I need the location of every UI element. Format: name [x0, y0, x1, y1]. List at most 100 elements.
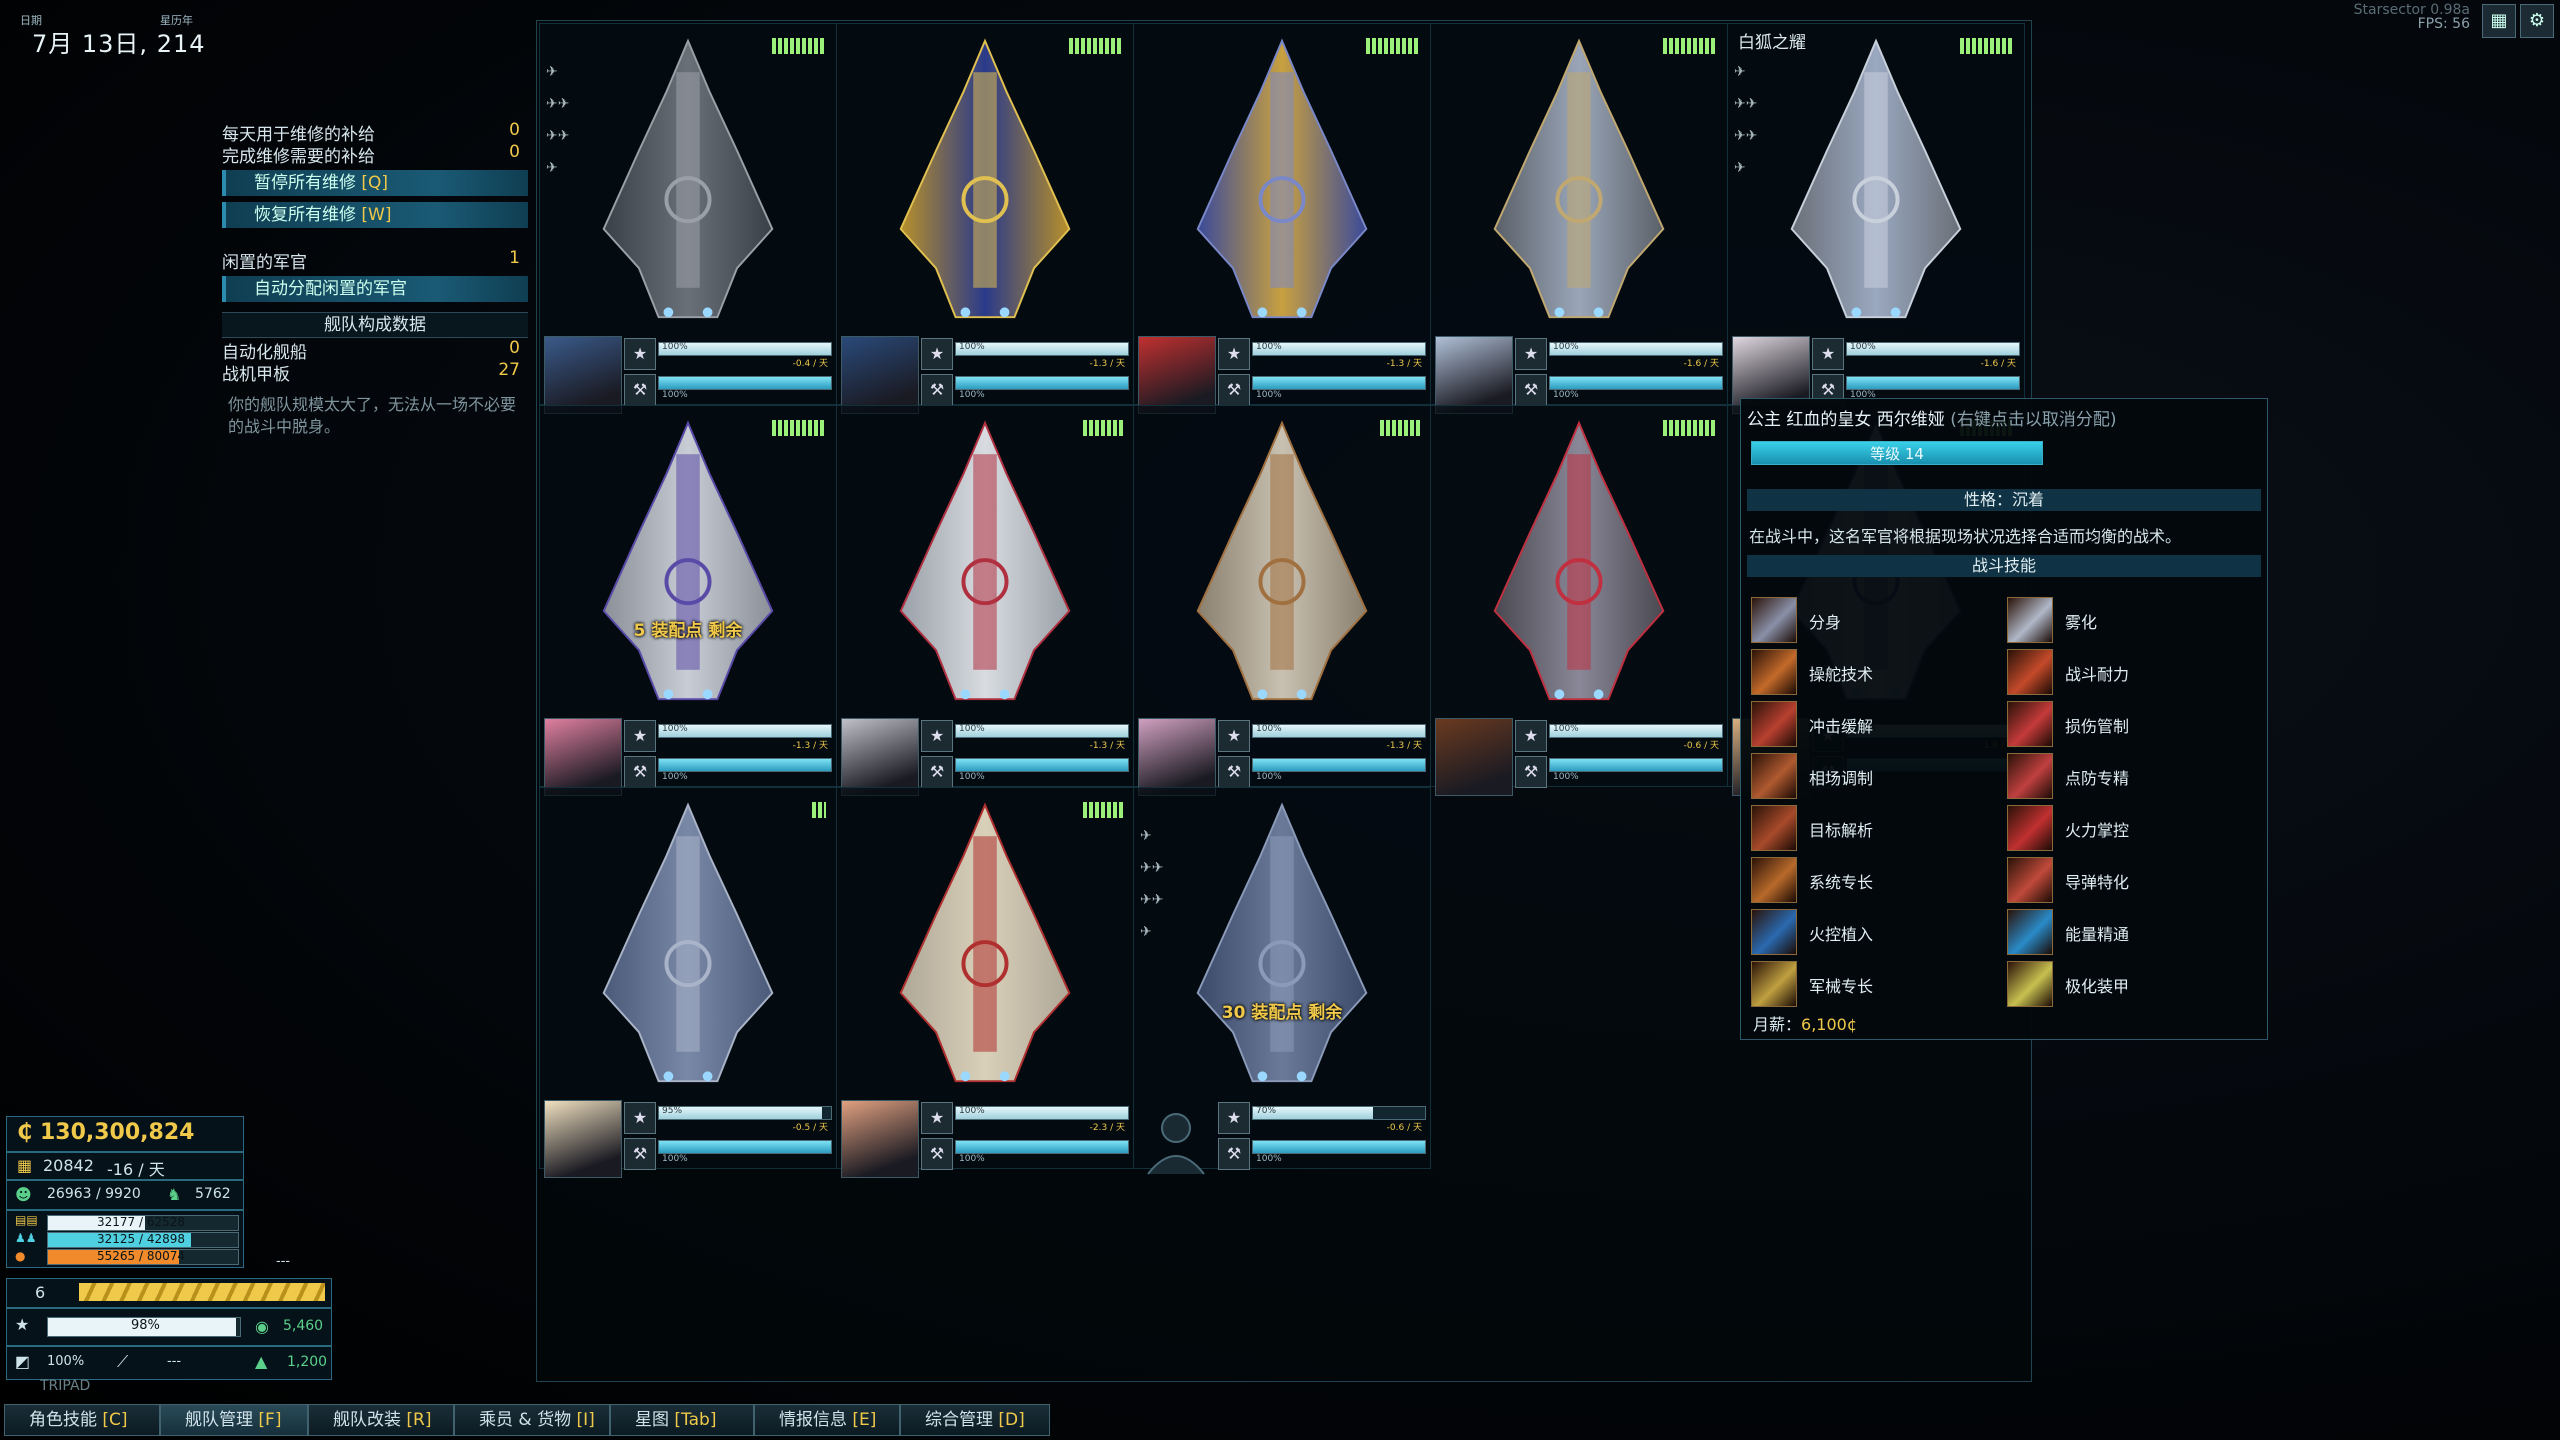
game-version: Starsector 0.98a [2353, 2, 2470, 18]
officer-count-box: 6 [6, 1278, 332, 1308]
skill-item: 火控植入 [1751, 909, 1991, 955]
supply-rate: -1.6 / 天 [1980, 359, 2016, 369]
tab-6[interactable]: 综合管理 [D] [900, 1404, 1050, 1436]
ship-card[interactable]: ✈✈✈✈✈✈ ★ 100% -0.4 / 天 ⚒ 100% [539, 23, 837, 414]
officer-portrait[interactable] [841, 718, 919, 796]
combat-readiness-indicator [772, 38, 826, 54]
combat-readiness-indicator [1069, 38, 1123, 54]
tab-2[interactable]: 舰队改装 [R] [308, 1404, 454, 1436]
ship-sprite [899, 38, 1071, 319]
officer-portrait[interactable] [1138, 336, 1216, 414]
officer-portrait[interactable] [841, 336, 919, 414]
credits-value: ₵ 130,300,824 [17, 1120, 195, 1145]
officer-progress-bar [79, 1283, 325, 1301]
officer-portrait[interactable] [841, 1100, 919, 1178]
supply-rate: -1.3 / 天 [1089, 359, 1125, 369]
ship-card[interactable]: ★ 100% -0.6 / 天 ⚒ 100% [1430, 405, 1728, 796]
date-display: 日期 星历年 7月 13日, 214 [8, 6, 208, 58]
tab-5[interactable]: 情报信息 [E] [754, 1404, 900, 1436]
auto-assign-officers-button[interactable]: 自动分配闲置的军官 [222, 276, 528, 302]
fighter-wing-icons: ✈✈✈✈✈✈ [1734, 64, 1758, 176]
tab-1[interactable]: 舰队管理 [F] [160, 1404, 308, 1436]
cr-bar [658, 376, 832, 390]
officer-portrait[interactable] [1435, 336, 1513, 414]
ship-card[interactable]: 白狐之耀✈✈✈✈✈✈ ★ 100% -1.6 / 天 ⚒ 100% [1727, 23, 2025, 414]
combat-readiness-indicator [812, 802, 826, 818]
cr-value: 100% [1553, 772, 1579, 782]
pause-repairs-button[interactable]: 暂停所有维修 [Q] [222, 170, 528, 196]
empty-officer-slot[interactable] [1138, 1100, 1214, 1176]
officer-personality: 性格：沉着 [1747, 489, 2261, 511]
skill-item: 目标解析 [1751, 805, 1991, 851]
hull-value: 100% [1256, 342, 1282, 352]
ship-card[interactable]: ★ 100% -1.3 / 天 ⚒ 100% [1133, 405, 1431, 796]
tab-3[interactable]: 乘员 & 货物 [I] [454, 1404, 610, 1436]
supplies-per-day-row: 每天用于维修的补给 0 [222, 120, 520, 145]
supply-rate: -0.6 / 天 [1683, 741, 1719, 751]
ship-sprite [602, 802, 774, 1083]
wrench-icon: ⚒ [921, 1138, 953, 1170]
resume-repairs-button[interactable]: 恢复所有维修 [W] [222, 202, 528, 228]
wrench-icon: ⚒ [1515, 756, 1547, 788]
officer-portrait[interactable] [1435, 718, 1513, 796]
skill-item: 极化装甲 [2007, 961, 2247, 1007]
officer-name: 公主 红血的皇女 西尔维娅 (右键点击以取消分配) [1747, 410, 2117, 430]
map-icon[interactable]: ▦ [2482, 4, 2516, 38]
ship-sprite [1790, 38, 1962, 319]
skill-label: 导弹特化 [2065, 873, 2130, 892]
star-icon: ★ [1218, 1102, 1250, 1134]
ship-card[interactable]: ★ 100% -1.3 / 天 ⚒ 100% [836, 23, 1134, 414]
ship-sprite [1196, 420, 1368, 701]
crew-icon: ☻ [15, 1185, 32, 1204]
cr-bar [1252, 1140, 1426, 1154]
combat-readiness-indicator [1083, 420, 1123, 436]
idle-officers-row: 闲置的军官 1 [222, 248, 520, 273]
skill-item: 分身 [1751, 597, 1991, 643]
ship-card[interactable]: ★ 95% -0.5 / 天 ⚒ 100% [539, 787, 837, 1178]
ship-sprite [1493, 420, 1665, 701]
star-icon: ★ [921, 720, 953, 752]
ship-card[interactable]: 30 装配点 剩余✈✈✈✈✈✈ ★ 70% -0.6 / 天 ⚒ 100% [1133, 787, 1431, 1175]
tab-0[interactable]: 角色技能 [C] [4, 1404, 160, 1436]
ship-card[interactable]: ★ 100% -1.3 / 天 ⚒ 100% [836, 405, 1134, 796]
star-icon: ★ [1812, 338, 1844, 370]
officer-portrait[interactable] [1138, 718, 1216, 796]
skill-label: 能量精通 [2065, 925, 2130, 944]
officer-portrait[interactable] [544, 718, 622, 796]
menu-icon[interactable]: ⚙ [2520, 4, 2554, 38]
skill-item: 能量精通 [2007, 909, 2247, 955]
ship-status-bars: ★ 100% -1.3 / 天 ⚒ 100% [1218, 338, 1428, 408]
ship-status-bars: ★ 100% -2.3 / 天 ⚒ 100% [921, 1102, 1131, 1172]
combat-readiness-indicator [1380, 420, 1420, 436]
skill-item: 相场调制 [1751, 753, 1991, 799]
skill-label: 分身 [1809, 613, 1842, 632]
crew-value: 26963 / 9920 [47, 1186, 141, 1202]
officer-portrait[interactable] [544, 336, 622, 414]
hull-icon: ◩ [15, 1352, 31, 1371]
hull-value: 100% [959, 342, 985, 352]
ship-card[interactable]: ★ 100% -2.3 / 天 ⚒ 100% [836, 787, 1134, 1178]
skill-label: 冲击缓解 [1809, 717, 1874, 736]
star-icon: ★ [624, 1102, 656, 1134]
supply-rate: -0.4 / 天 [792, 359, 828, 369]
fighter-wing-icons: ✈✈✈✈✈✈ [1140, 828, 1164, 940]
fleet-size-note: 你的舰队规模太大了，无法从一场不必要的战斗中脱身。 [228, 395, 517, 436]
hull-bar [658, 724, 832, 738]
skill-icon [2007, 909, 2053, 955]
skill-icon [2007, 753, 2053, 799]
cr-value: 100% [959, 772, 985, 782]
ship-card[interactable]: 5 装配点 剩余 ★ 100% -1.3 / 天 ⚒ 100% [539, 405, 837, 796]
hull-bar [1549, 342, 1723, 356]
cargo-bar [47, 1215, 239, 1231]
skill-label: 火控植入 [1809, 925, 1874, 944]
tab-4[interactable]: 星图 [Tab] [610, 1404, 754, 1436]
skill-label: 战斗耐力 [2065, 665, 2130, 684]
hull-value: 100% [1850, 342, 1876, 352]
skill-icon [1751, 753, 1797, 799]
officer-portrait[interactable] [544, 1100, 622, 1178]
ship-card[interactable]: ★ 100% -1.3 / 天 ⚒ 100% [1133, 23, 1431, 414]
skill-item: 损伤管制 [2007, 701, 2247, 747]
sensor-value: 5,460 [283, 1318, 324, 1334]
skill-item: 导弹特化 [2007, 857, 2247, 903]
ship-card[interactable]: ★ 100% -1.6 / 天 ⚒ 100% [1430, 23, 1728, 414]
